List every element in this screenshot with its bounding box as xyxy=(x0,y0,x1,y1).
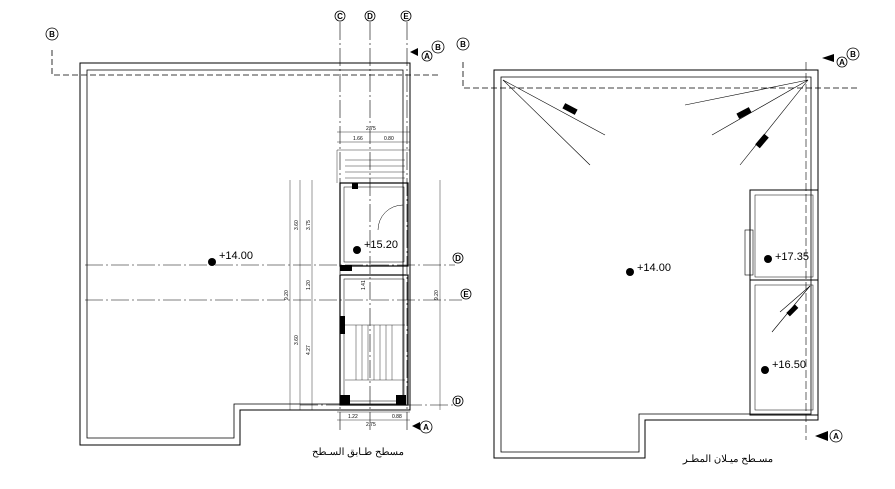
dim-mid: 1.41 xyxy=(361,280,367,290)
stair-core-lower xyxy=(339,274,409,406)
section-label-b-2: B xyxy=(435,43,441,52)
left-level-1: +14.00 xyxy=(219,250,253,262)
level-marker xyxy=(626,268,634,276)
dim-inner-1: 3.60 xyxy=(294,220,300,230)
section-label-a-1: A xyxy=(424,52,430,61)
dim-bottom-overall: 2.75 xyxy=(366,422,376,428)
dim-inner-3: 1.20 xyxy=(306,280,312,290)
grid-label-top-3: E xyxy=(403,12,409,21)
wall-blocks xyxy=(340,183,406,405)
door-swing xyxy=(377,204,404,231)
left-roof-plan xyxy=(51,22,462,446)
dimension-lines xyxy=(289,131,441,421)
dim-inner-4: 3.60 xyxy=(294,335,300,345)
right-level-2: +17.35 xyxy=(775,251,809,263)
stair-box-upper xyxy=(749,189,819,281)
dim-top-overall: 2.75 xyxy=(366,126,376,132)
section-label-a-4: A xyxy=(833,432,839,441)
dim-side-outer-right: 9.20 xyxy=(434,290,440,300)
dim-inner-2: 3.75 xyxy=(306,220,312,230)
grid-label-right-1: D xyxy=(455,254,461,263)
section-line-b-right xyxy=(462,62,860,89)
dim-bottom-part-1: 1.22 xyxy=(348,414,358,420)
section-line-b-left xyxy=(51,50,440,76)
section-label-b-3: B xyxy=(460,40,466,49)
grid-bubbles-left: C D E D E D B B A A xyxy=(45,10,472,434)
left-outer-wall xyxy=(79,62,411,446)
stair-box-lower xyxy=(749,279,819,416)
section-label-a-2: A xyxy=(423,423,429,432)
dim-top-part-2: 0.80 xyxy=(384,136,394,142)
grid-label-top-2: D xyxy=(367,12,373,21)
section-label-b-1: B xyxy=(49,30,55,39)
left-level-2: +15.20 xyxy=(364,239,398,251)
grid-label-top-1: C xyxy=(337,12,343,21)
right-level-3: +16.50 xyxy=(772,359,806,371)
right-plan-labels: +14.00 +17.35 +16.50 مسـطح ميـلان المطـر xyxy=(626,251,809,465)
right-outer-wall xyxy=(493,69,819,459)
stair-treads xyxy=(336,149,410,381)
dim-top-part-1: 1.66 xyxy=(353,136,363,142)
level-marker xyxy=(353,246,361,254)
left-plan-caption: مسطح طـابق السـطح xyxy=(312,447,404,458)
right-level-1: +14.00 xyxy=(637,262,671,274)
right-roof-plan xyxy=(462,62,860,459)
section-label-b-4: B xyxy=(850,50,856,59)
slope-lines xyxy=(502,79,811,333)
right-plan-caption: مسـطح ميـلان المطـر xyxy=(682,454,773,465)
grid-label-right-2: E xyxy=(463,290,469,299)
grid-bubbles-right: B B A A xyxy=(456,37,860,443)
stair-core-upper xyxy=(339,182,409,267)
slope-arrows xyxy=(562,103,799,317)
right-inner-wall xyxy=(500,76,812,453)
grid-label-right-3: D xyxy=(455,397,461,406)
dim-bottom-part-2: 0.88 xyxy=(392,414,402,420)
level-marker xyxy=(208,258,216,266)
left-inner-wall xyxy=(86,69,404,439)
dim-inner-5: 4.27 xyxy=(306,345,312,355)
left-plan-labels: +14.00 +15.20 2.75 1.66 0.80 1.22 0.88 2… xyxy=(208,126,440,458)
level-marker xyxy=(764,255,772,263)
section-label-a-3: A xyxy=(839,58,845,67)
dim-side-outer-left: 9.20 xyxy=(284,290,290,300)
level-marker xyxy=(761,366,769,374)
